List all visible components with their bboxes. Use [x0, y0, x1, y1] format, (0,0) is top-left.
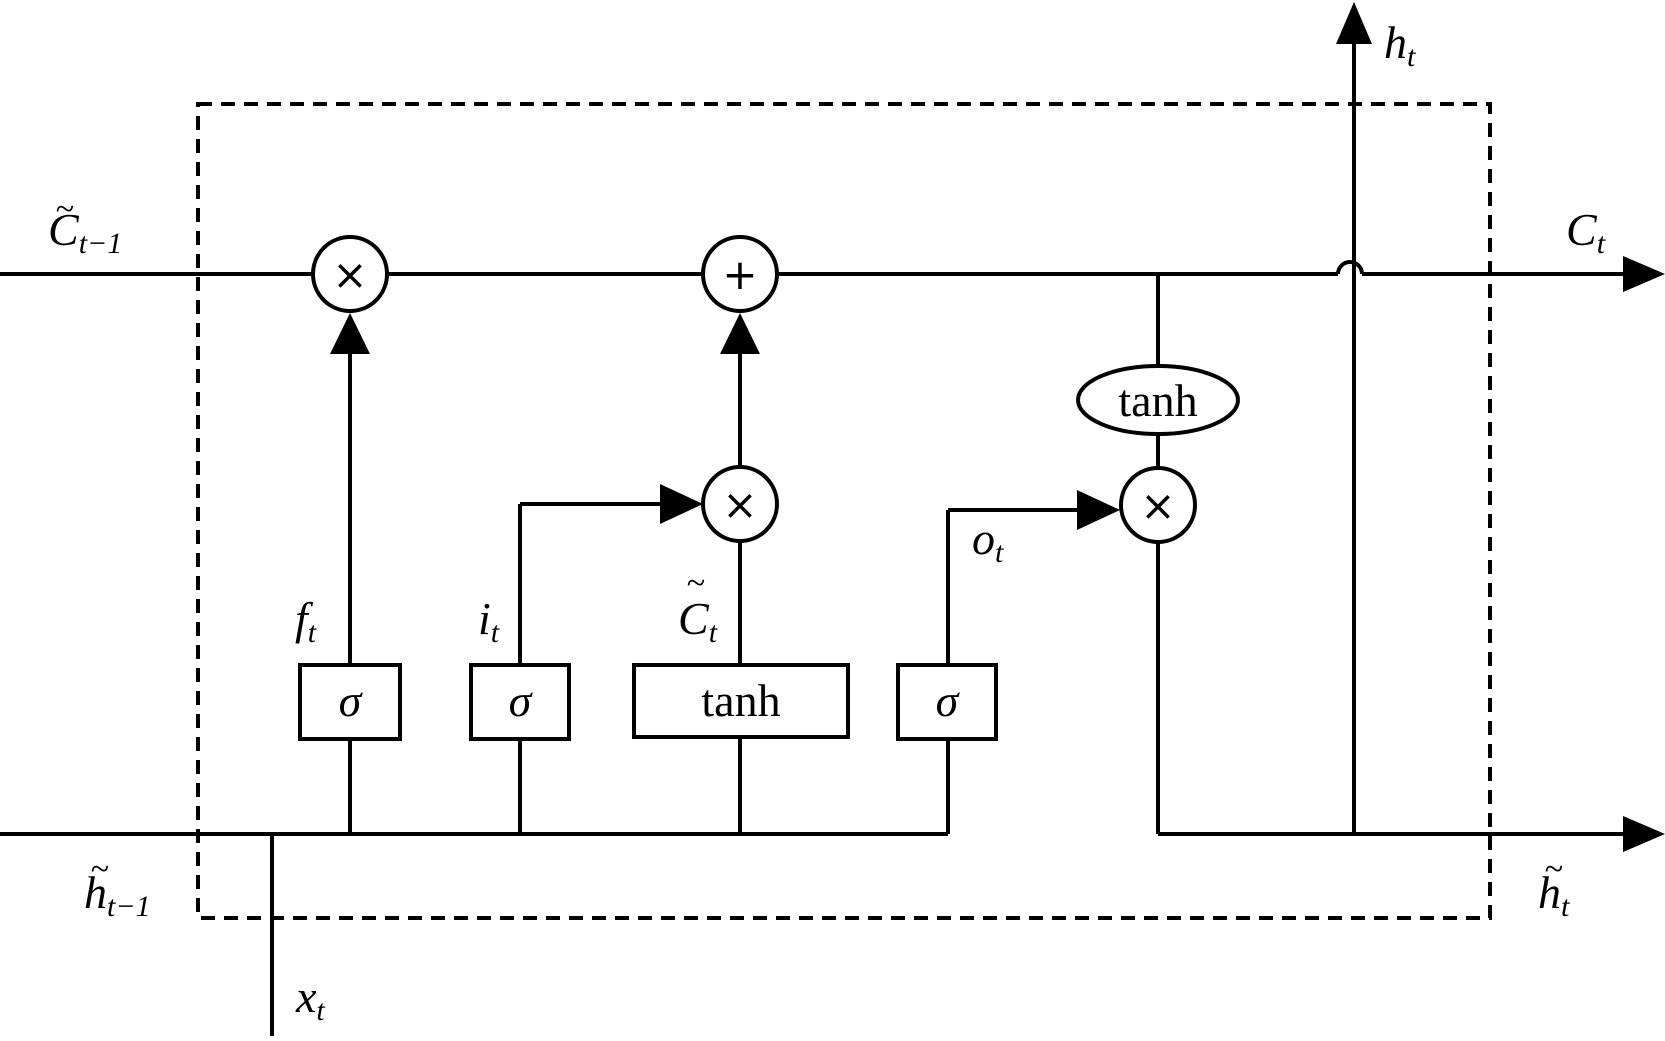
candidate-label: ~ Ct — [678, 565, 718, 649]
h-prev-label: ~ ht−1 — [84, 851, 151, 923]
forget-sigma-label: σ — [339, 675, 364, 726]
c-prev-label: ~ Ct−1 — [48, 191, 122, 260]
input-multiply-symbol: × — [722, 480, 757, 529]
add-node: + — [701, 235, 779, 313]
input-multiply-node: × — [701, 465, 779, 543]
svg-text:xt: xt — [295, 971, 325, 1027]
h-top-label: ht — [1384, 17, 1416, 73]
svg-text:~: ~ — [56, 191, 74, 228]
svg-text:ht−1: ht−1 — [84, 867, 151, 923]
svg-text:ot: ot — [972, 513, 1004, 569]
svg-text:~: ~ — [1545, 851, 1563, 888]
candidate-arrow — [720, 313, 760, 354]
svg-text:Ct: Ct — [1566, 204, 1606, 260]
output-tanh-ellipse: tanh — [1076, 364, 1240, 436]
forget-sigma-box: σ — [298, 663, 402, 741]
forget-gate-label: ft — [295, 593, 317, 649]
x-input-label: xt — [295, 971, 325, 1027]
output-gate-label: ot — [972, 513, 1004, 569]
output-gate-arrow — [1077, 490, 1120, 530]
candidate-tanh-label: tanh — [701, 675, 780, 726]
cell-state-arrow — [1623, 256, 1665, 292]
candidate-tanh-box: tanh — [632, 663, 850, 739]
svg-text:~: ~ — [91, 851, 109, 888]
add-symbol: + — [722, 250, 757, 299]
hidden-output-arrow — [1623, 816, 1665, 852]
output-multiply-symbol: × — [1140, 481, 1175, 530]
input-sigma-label: σ — [509, 675, 534, 726]
svg-text:ht: ht — [1384, 17, 1416, 73]
output-sigma-box: σ — [896, 663, 998, 741]
h-out-label: ~ ht — [1538, 851, 1570, 923]
output-tanh-label: tanh — [1118, 375, 1197, 426]
forget-multiply-node: × — [311, 235, 389, 313]
svg-text:Ct−1: Ct−1 — [48, 204, 122, 260]
h-top-arrow — [1336, 2, 1372, 44]
output-multiply-node: × — [1119, 466, 1197, 544]
crossover-hop — [1336, 260, 1364, 275]
output-sigma-label: σ — [936, 675, 961, 726]
svg-text:Ct: Ct — [678, 593, 718, 649]
input-gate-label: it — [478, 593, 500, 649]
svg-text:ft: ft — [295, 593, 317, 649]
forget-multiply-symbol: × — [332, 250, 367, 299]
svg-text:~: ~ — [687, 565, 705, 602]
input-gate-arrow — [660, 484, 703, 524]
c-out-label: Ct — [1566, 204, 1606, 260]
svg-text:it: it — [478, 593, 500, 649]
input-sigma-box: σ — [469, 663, 571, 741]
forget-gate-arrow — [330, 313, 370, 354]
svg-text:ht: ht — [1538, 867, 1570, 923]
cell-boundary — [196, 102, 1492, 920]
